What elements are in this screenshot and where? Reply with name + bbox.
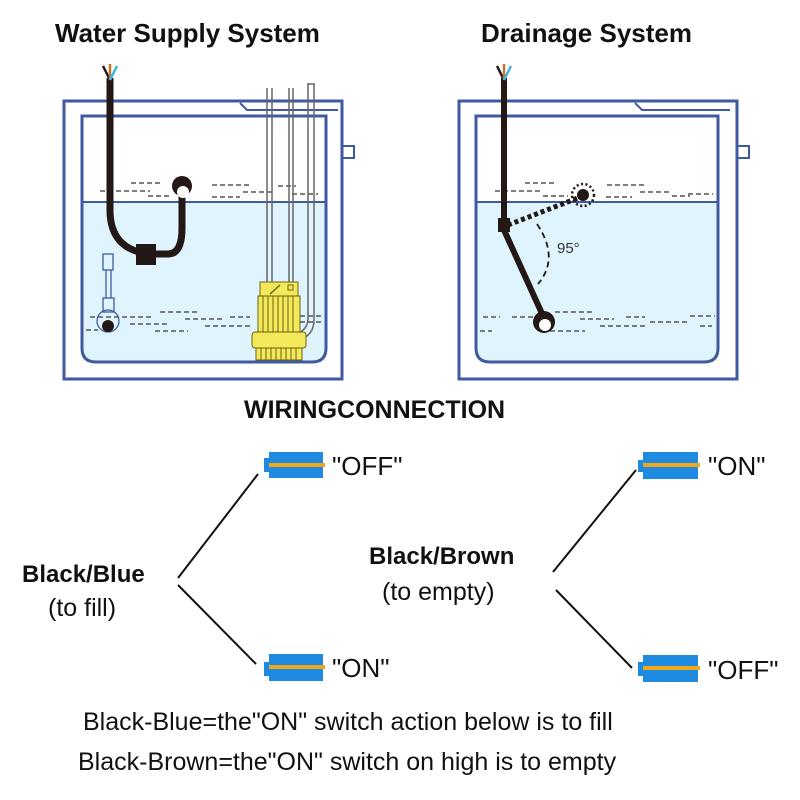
switch-icon-right-off xyxy=(638,655,700,682)
cable-pivot xyxy=(498,218,510,232)
wiring-title: WIRINGCONNECTION xyxy=(244,396,506,424)
overflow-outlet xyxy=(341,145,355,159)
drainage-tank xyxy=(457,64,750,381)
water-supply-title: Water Supply System xyxy=(55,18,320,48)
tank-inner-wall xyxy=(474,114,720,364)
left-lower-state: "ON" xyxy=(332,653,390,683)
left-upper-state: "OFF" xyxy=(332,451,403,481)
tank-rim xyxy=(634,102,730,111)
connector-right-upper xyxy=(552,469,637,573)
float-switch-highlight xyxy=(177,186,189,198)
overflow-outlet xyxy=(736,145,750,159)
angle-arc xyxy=(536,223,550,285)
float-high xyxy=(577,189,589,201)
angle-label: 95° xyxy=(557,240,580,257)
float-arm-low xyxy=(501,228,547,320)
right-upper-state: "ON" xyxy=(708,451,766,481)
fill-pipes xyxy=(266,83,315,341)
cable-weight xyxy=(136,244,156,265)
level-marks xyxy=(480,182,715,332)
wire-blue xyxy=(502,65,513,81)
tank-inner-wall xyxy=(80,114,328,364)
tank-outer-wall xyxy=(62,99,344,381)
tank-diagrams xyxy=(62,64,750,381)
switch-icon-right-on xyxy=(638,452,700,479)
to-fill-label: (to fill) xyxy=(48,594,117,622)
connector-left-lower xyxy=(177,584,257,665)
note-black-blue: Black-Blue=the"ON" switch action below i… xyxy=(83,708,613,736)
connector-left-upper xyxy=(177,473,259,579)
black-blue-label: Black/Blue xyxy=(22,561,145,588)
switch-icon-left-on xyxy=(264,654,325,681)
connector-right-lower xyxy=(555,589,633,669)
float-low-highlight xyxy=(539,319,551,331)
drainage-title: Drainage System xyxy=(481,18,692,48)
water-supply-tank xyxy=(62,64,355,381)
switch-icon-left-off xyxy=(264,452,325,478)
to-empty-label: (to empty) xyxy=(382,578,495,606)
submersible-pump xyxy=(251,281,307,361)
black-brown-label: Black/Brown xyxy=(369,543,515,570)
tank-outer-wall xyxy=(457,99,739,381)
note-black-brown: Black-Brown=the"ON" switch on high is to… xyxy=(78,748,617,776)
wire-blue xyxy=(108,65,119,81)
float-high-outline xyxy=(570,182,596,208)
right-lower-state: "OFF" xyxy=(708,655,779,685)
counterweight-ball xyxy=(102,320,114,332)
